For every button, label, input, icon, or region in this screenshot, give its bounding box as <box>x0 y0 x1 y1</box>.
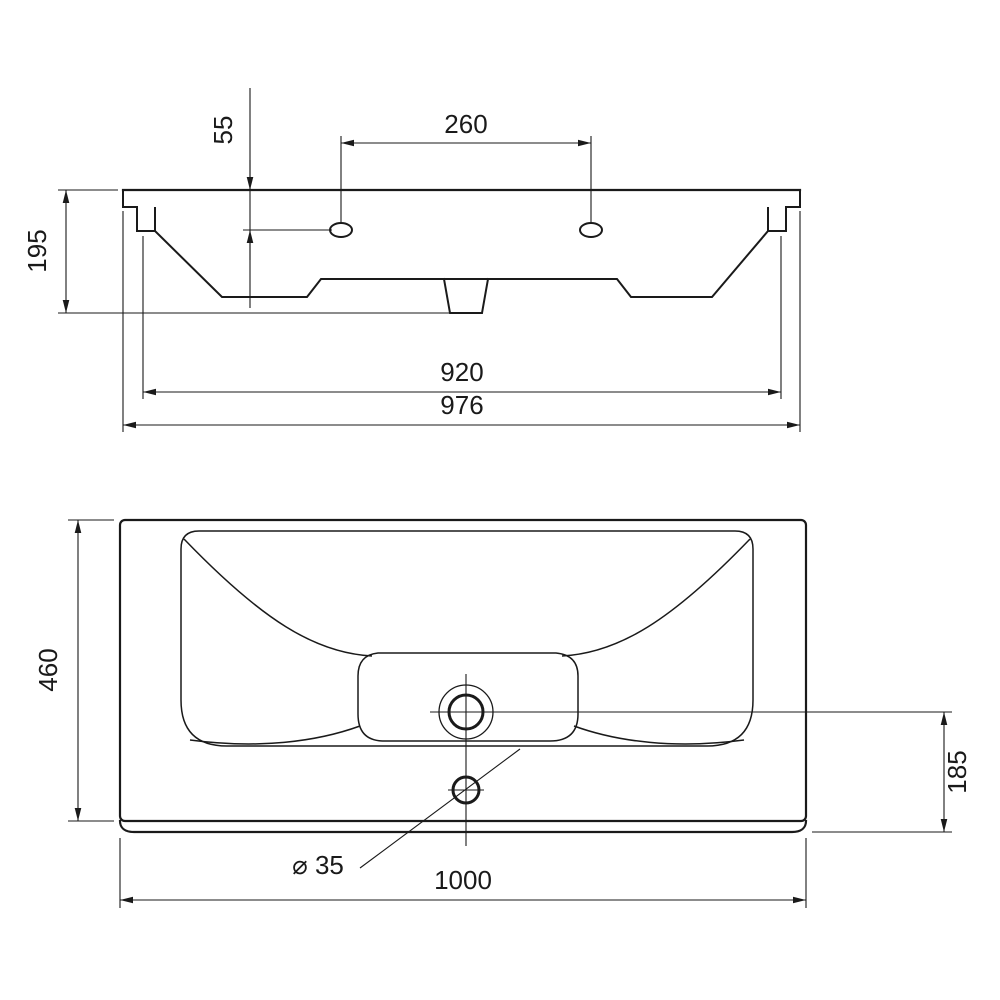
front-view-dimensions: 260 55 195 920 976 <box>22 88 801 432</box>
dim-text-185: 185 <box>942 750 972 793</box>
plan-view-dimensions: 460 185 1000 <box>33 519 972 908</box>
plan-front-lip <box>118 819 808 834</box>
front-basin-profile <box>153 229 770 298</box>
front-drain-outlet <box>442 277 490 314</box>
front-faucet-hole-left <box>329 222 353 238</box>
plan-slope-curve-bottom-left <box>189 725 361 745</box>
dim-text-diameter: ⌀ 35 <box>292 850 344 880</box>
plan-outer-body <box>118 518 808 823</box>
dim-text-976: 976 <box>440 390 483 420</box>
dim-text-460: 460 <box>33 648 63 691</box>
front-right-end-tab <box>767 189 801 232</box>
dim-text-1000: 1000 <box>434 865 492 895</box>
dim-text-260: 260 <box>444 109 487 139</box>
plan-basin-rim <box>180 530 754 747</box>
front-view <box>121 188 802 314</box>
dim-text-55: 55 <box>208 116 238 145</box>
dim-text-195: 195 <box>22 229 52 272</box>
plan-slope-curve-top-left <box>183 538 373 657</box>
leader-line-diameter <box>359 748 521 869</box>
plan-view: ⌀ 35 <box>118 518 808 880</box>
dim-text-920: 920 <box>440 357 483 387</box>
front-left-end-tab <box>122 189 156 232</box>
plan-slope-curve-top-right <box>561 538 751 657</box>
plan-slope-curve-bottom-right <box>573 725 745 745</box>
front-faucet-hole-right <box>579 222 603 238</box>
plan-basin-bottom <box>357 652 579 742</box>
